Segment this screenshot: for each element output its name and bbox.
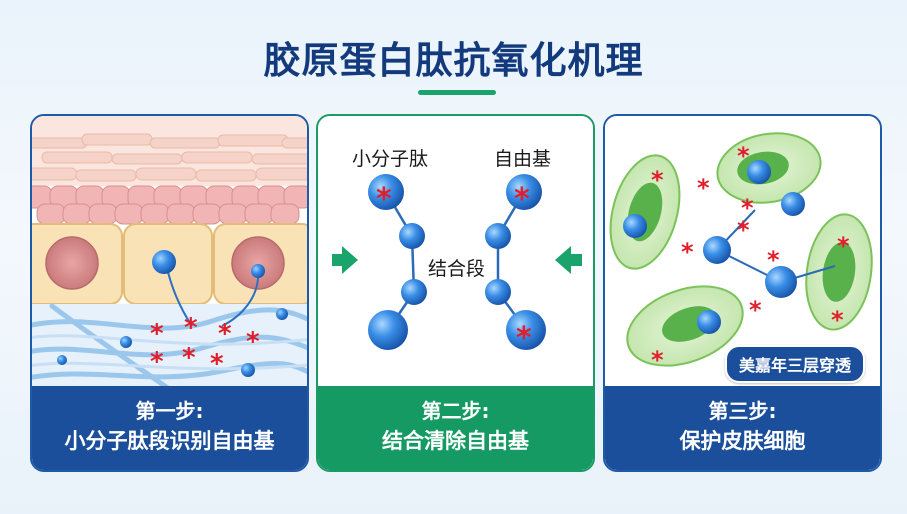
svg-text:*: *	[516, 321, 532, 356]
step-2-footer: 第二步: 结合清除自由基	[318, 386, 593, 470]
panel-step-2: * * * 小分子肽 自由基 结合段 第二步: 结合清除自由基	[316, 114, 595, 472]
svg-text:*: *	[741, 194, 754, 222]
step-3-description: 保护皮肤细胞	[679, 429, 806, 453]
right-arrow-stem	[570, 254, 582, 266]
penetration-badge: 美嘉年三层穿透	[725, 345, 866, 383]
page-title: 胶原蛋白肽抗氧化机理	[263, 39, 644, 82]
svg-text:*: *	[651, 166, 664, 194]
step-3-title: 第三步:	[708, 399, 777, 423]
small-peptide-label: 小分子肽	[352, 148, 429, 170]
step-1-description: 小分子肽段识别自由基	[64, 429, 275, 453]
svg-text:*: *	[182, 343, 196, 373]
svg-text:*: *	[767, 246, 780, 274]
svg-text:*: *	[749, 296, 762, 324]
step-2-description: 结合清除自由基	[382, 429, 529, 453]
svg-text:*: *	[150, 347, 164, 377]
svg-text:*: *	[831, 306, 844, 334]
left-arrow-stem	[332, 254, 344, 266]
panel-step-1: * * * * * * * 第一步: 小分子肽段识别自由基	[30, 114, 309, 472]
svg-text:*: *	[246, 327, 260, 357]
panel-step-3: * * * * * * * * * * * 美嘉年三层穿透 第三步: 保护皮肤细…	[603, 114, 882, 472]
svg-text:*: *	[651, 346, 664, 374]
binding-segment-label: 结合段	[428, 258, 486, 280]
arrow-right-icon	[342, 246, 358, 274]
title-underline	[418, 90, 496, 95]
svg-text:*: *	[837, 232, 850, 260]
skin-layer-illustration: * * * * * * *	[32, 116, 307, 396]
svg-text:*: *	[697, 174, 710, 202]
step-1-footer: 第一步: 小分子肽段识别自由基	[32, 386, 307, 470]
svg-text:*: *	[184, 313, 198, 343]
svg-text:*: *	[376, 182, 392, 217]
svg-text:*: *	[737, 216, 750, 244]
step-1-title: 第一步:	[135, 399, 204, 423]
svg-text:*: *	[514, 182, 530, 217]
svg-text:*: *	[210, 349, 224, 379]
svg-text:*: *	[150, 319, 164, 349]
free-radical-label: 自由基	[494, 148, 552, 170]
svg-text:*: *	[737, 142, 750, 170]
step-2-title: 第二步:	[421, 399, 490, 423]
svg-text:*: *	[681, 238, 694, 266]
arrow-left-icon	[555, 246, 571, 274]
step-3-footer: 第三步: 保护皮肤细胞	[605, 386, 880, 470]
svg-text:*: *	[218, 319, 232, 349]
